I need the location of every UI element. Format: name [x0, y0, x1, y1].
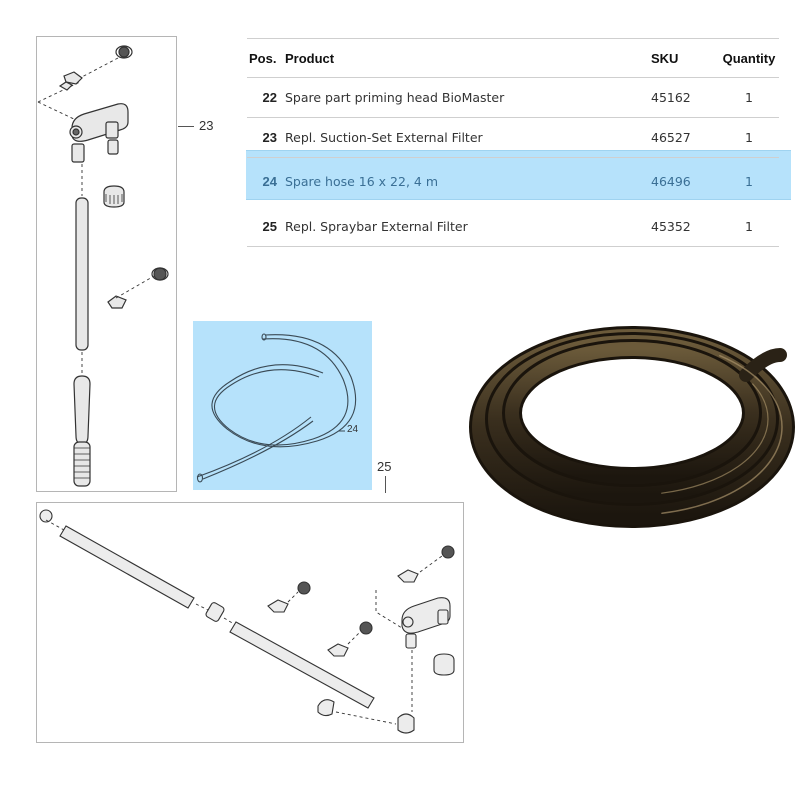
row-product: Spare hose 16 x 22, 4 m	[285, 174, 439, 189]
selected-row-highlight	[246, 150, 791, 200]
header-product: Product	[285, 50, 335, 66]
part-25-drawing[interactable]	[36, 502, 464, 743]
table-row-25[interactable]: 25 Repl. Spraybar External Filter 45352 …	[247, 207, 779, 247]
row-quantity: 1	[745, 130, 753, 145]
part-25-leader	[385, 476, 386, 493]
table-row-23[interactable]: 23 Repl. Suction-Set External Filter 465…	[247, 118, 779, 158]
row-pos: 22	[262, 90, 277, 105]
row-sku: 45352	[651, 219, 691, 234]
row-quantity: 1	[745, 174, 753, 189]
hose-product-photo[interactable]	[466, 315, 795, 535]
table-header-row: Pos. Product SKU Quantity	[247, 38, 779, 78]
row-pos: 25	[262, 219, 277, 234]
part-23-label: 23	[199, 118, 214, 133]
header-quantity: Quantity	[722, 50, 776, 66]
table-row-22[interactable]: 22 Spare part priming head BioMaster 451…	[247, 78, 779, 118]
spraybar-illustration	[39, 509, 455, 734]
part-24-drawing[interactable]	[193, 321, 372, 490]
part-23-leader	[178, 126, 194, 127]
row-quantity: 1	[745, 90, 753, 105]
table-row-24[interactable]: 24 Spare hose 16 x 22, 4 m 46496 1	[247, 157, 779, 207]
header-sku: SKU	[651, 50, 679, 66]
row-pos: 23	[262, 130, 277, 145]
part-24-label: 24	[347, 424, 359, 435]
parts-table: Pos. Product SKU Quantity 22 Spare part …	[247, 38, 779, 247]
row-product: Repl. Spraybar External Filter	[285, 219, 468, 234]
row-quantity: 1	[745, 219, 753, 234]
row-pos: 24	[262, 174, 277, 189]
suction-set-illustration	[37, 45, 169, 487]
hose-illustration	[196, 333, 357, 483]
part-23-drawing[interactable]	[36, 36, 177, 492]
row-sku: 46527	[651, 130, 691, 145]
row-sku: 45162	[651, 90, 691, 105]
row-product: Repl. Suction-Set External Filter	[285, 130, 483, 145]
part-25-label: 25	[377, 459, 392, 474]
header-pos: Pos.	[249, 50, 277, 66]
row-product: Spare part priming head BioMaster	[285, 90, 505, 105]
row-sku: 46496	[651, 174, 691, 189]
